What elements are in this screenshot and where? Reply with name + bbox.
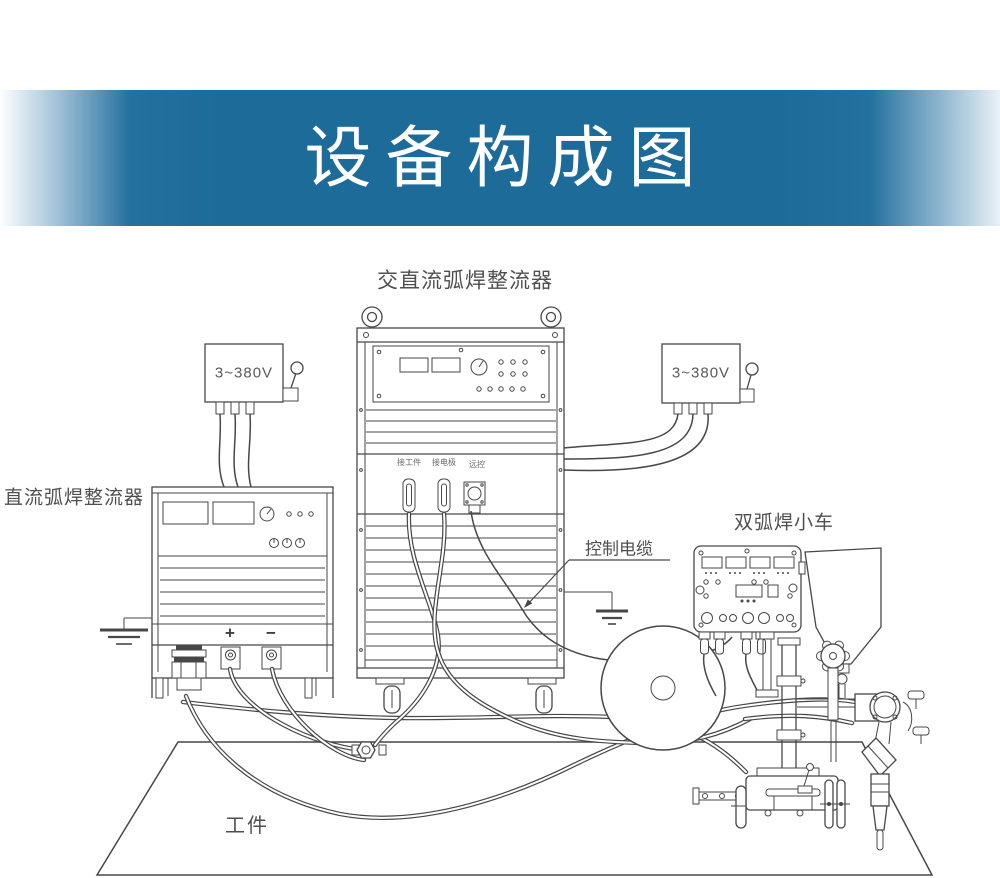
flux-hopper: [798, 547, 882, 698]
page-title: 设备构成图: [304, 120, 710, 196]
ground-clamp: [351, 741, 387, 759]
label-plug-work: 接工件: [397, 458, 421, 467]
label-workpiece: 工件: [225, 815, 269, 837]
power-box-left: [204, 343, 304, 488]
power-box-right: [563, 343, 759, 472]
label-power-left: 3~380V: [214, 364, 274, 382]
label-power-right: 3~380V: [671, 364, 731, 382]
label-plug-electrode: 接电极: [432, 458, 456, 467]
acdc-cabinet: [356, 306, 565, 714]
label-dc-rectifier: 直流弧焊整流器: [3, 487, 145, 509]
label-control-cable: 控制电缆: [585, 539, 653, 559]
leader-line: [524, 559, 670, 608]
ground-symbol-left: [100, 617, 152, 645]
label-acdc-rectifier: 交直流弧焊整流器: [377, 269, 553, 293]
dc-cabinet: [151, 486, 334, 699]
ground-symbol-right: [564, 591, 628, 625]
title-banner: 设备构成图: [0, 90, 1000, 226]
label-terminal-plus: +: [225, 623, 235, 643]
label-plug-remote: 远控: [469, 460, 485, 469]
wire-spool: [600, 625, 726, 751]
label-trolley: 双弧焊小车: [733, 512, 835, 534]
label-terminal-minus: −: [266, 623, 276, 643]
welding-carriage: [692, 631, 930, 851]
